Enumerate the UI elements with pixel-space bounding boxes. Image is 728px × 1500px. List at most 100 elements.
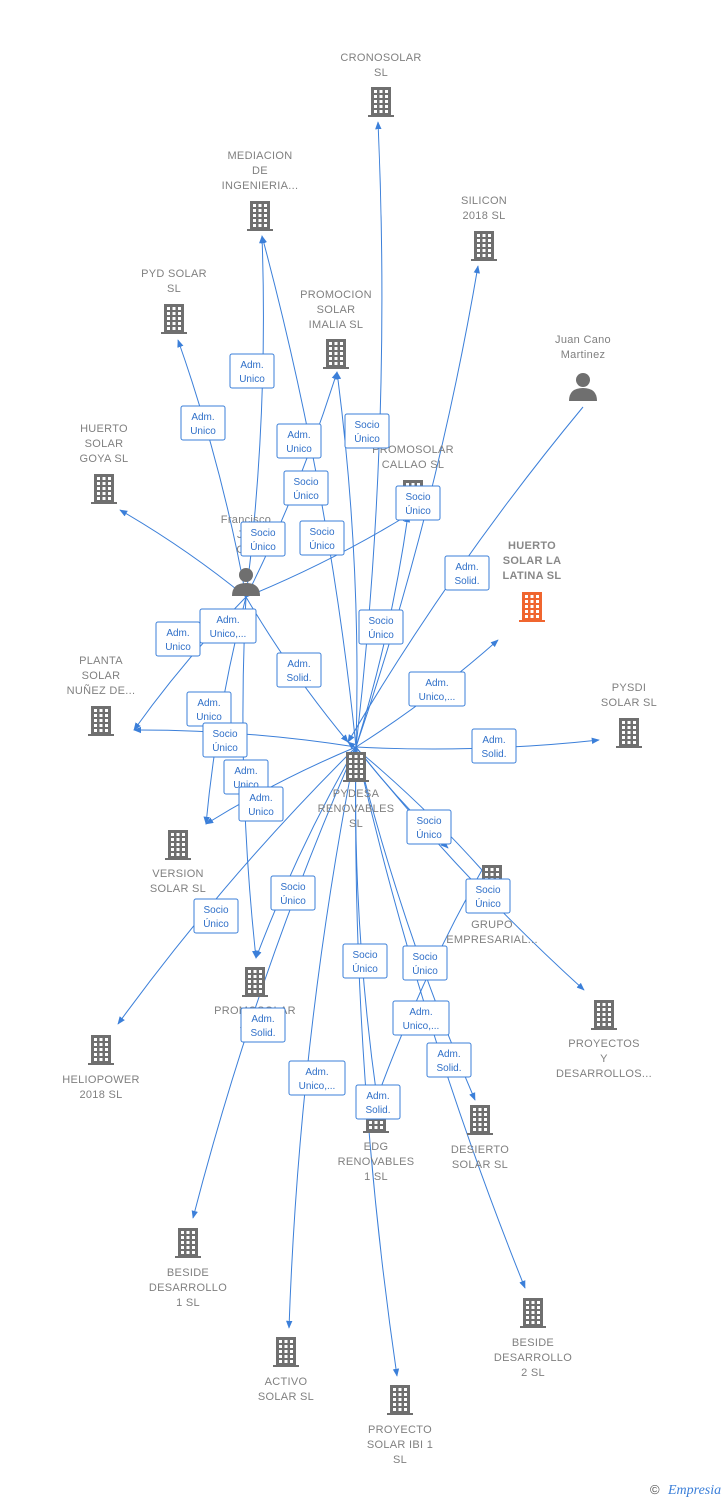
relation-label-text-1: Unico,...	[403, 1021, 440, 1032]
building-icon	[88, 706, 114, 736]
node-label-silicon-line-1: 2018 SL	[462, 210, 505, 222]
relation-label-text-0: Adm.	[425, 678, 448, 689]
relation-label[interactable]: Adm. Solid.	[444, 555, 490, 591]
brand-logo[interactable]: Empresia	[667, 1483, 721, 1498]
node-imalia[interactable]: PROMOCION SOLAR IMALIA SL	[300, 289, 372, 369]
relation-label-text-0: Adm.	[455, 562, 478, 573]
edge-pydesa-to-jupiter	[255, 746, 357, 959]
node-label-heliopower-line-1: 2018 SL	[79, 1089, 122, 1101]
relation-label[interactable]: Adm.Unico	[223, 759, 269, 795]
relation-label-text-0: Adm.	[287, 430, 310, 441]
relation-label-text-1: Único	[203, 917, 229, 930]
node-label-version-line-0: VERSION	[152, 868, 204, 880]
relation-label-text-1: Solid.	[454, 576, 479, 587]
relation-label[interactable]: Adm.Unico	[186, 691, 232, 727]
relation-label[interactable]: Adm.Unico	[155, 621, 201, 657]
node-label-pydsolar-line-1: SL	[167, 283, 181, 295]
relation-label[interactable]: Adm.Solid.	[355, 1084, 401, 1120]
relation-label[interactable]: Adm. Unico	[180, 405, 226, 441]
relation-label-text-1: Unico	[190, 426, 216, 437]
node-label-huertogoya-line-0: HUERTO	[80, 423, 128, 435]
relation-label[interactable]: Adm. Solid.	[276, 652, 322, 688]
relation-label[interactable]: Adm.Unico,...	[199, 608, 257, 644]
relation-labels-layer: Adm.UnicoAdm.UnicoAdm.UnicoSocioÚnicoSoc…	[155, 353, 517, 1120]
relation-label-text-1: Solid.	[286, 673, 311, 684]
building-icon	[247, 201, 273, 231]
relation-label-text-1: Unico	[286, 444, 312, 455]
relation-label-text-1: Único	[412, 964, 438, 977]
relation-label-text-1: Único	[416, 828, 442, 841]
node-label-beside2-line-0: BESIDE	[512, 1337, 554, 1349]
node-label-nunez-line-1: SOLAR	[82, 670, 121, 682]
person-icon	[232, 568, 260, 596]
node-label-imalia-line-1: SOLAR	[317, 304, 356, 316]
relation-label[interactable]: Adm.Unico,...	[288, 1060, 346, 1096]
relation-label[interactable]: Adm.Unico,...	[408, 671, 466, 707]
relation-label-text-1: Solid.	[436, 1063, 461, 1074]
node-proyectos[interactable]: PROYECTOSYDESARROLLOS...	[556, 1000, 652, 1080]
relation-label-text-1: Solid.	[250, 1028, 275, 1039]
relation-label-text-0: Socio	[368, 616, 393, 627]
footer: © Empresia	[650, 1482, 721, 1498]
node-label-juancano-line-1: Martinez	[561, 349, 606, 361]
relation-label-text-0: Socio	[405, 492, 430, 503]
node-label-imalia-line-2: IMALIA SL	[309, 319, 364, 331]
relation-label[interactable]: Adm.Unico,...	[392, 1000, 450, 1036]
building-icon	[165, 830, 191, 860]
relation-label-text-1: Único	[354, 432, 380, 445]
relation-label[interactable]: Adm.Solid.	[426, 1042, 472, 1078]
node-label-huertogoya-line-2: GOYA SL	[80, 453, 129, 465]
edge-francisco-to-huertogoya	[119, 509, 247, 598]
relation-label[interactable]: Adm.Solid.	[471, 728, 517, 764]
edge-pydesa-to-activo	[286, 746, 357, 1329]
relation-label[interactable]: Adm. Unico	[276, 423, 322, 459]
relation-label[interactable]: Adm.Solid.	[240, 1007, 286, 1043]
relation-label[interactable]: Adm.Unico	[238, 786, 284, 822]
relation-label-text-0: Adm.	[197, 698, 220, 709]
relation-label[interactable]: Adm.Unico	[229, 353, 275, 389]
relation-label-text-1: Unico	[165, 642, 191, 653]
relation-label-text-0: Adm.	[287, 659, 310, 670]
relation-label-text-0: Socio	[475, 885, 500, 896]
relation-label-text-0: Adm.	[191, 412, 214, 423]
node-label-pydesa-line-2: SL	[349, 818, 363, 830]
building-icon	[387, 1385, 413, 1415]
relation-label-text-0: Socio	[212, 729, 237, 740]
node-label-pydesa-line-0: PYDESA	[333, 788, 380, 800]
node-label-latina-line-0: HUERTO	[508, 540, 556, 552]
node-label-proyectos-line-1: Y	[600, 1053, 608, 1065]
edge-pydesa-to-ibi	[355, 746, 400, 1377]
node-mediacion[interactable]: MEDIACIONDEINGENIERIA...	[222, 150, 299, 231]
node-label-imalia-line-0: PROMOCION	[300, 289, 372, 301]
relation-label-text-0: Adm.	[234, 766, 257, 777]
